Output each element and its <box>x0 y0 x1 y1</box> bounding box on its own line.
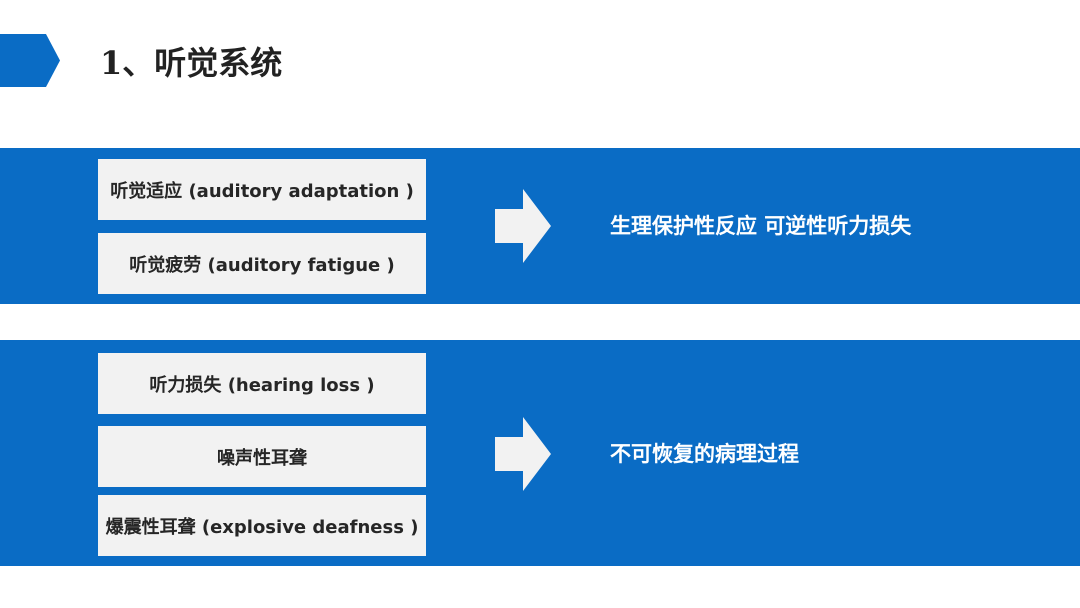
term-auditory-fatigue: 听觉疲劳 (auditory fatigue ) <box>98 233 426 294</box>
right-arrow-icon <box>495 189 551 263</box>
term-auditory-adaptation: 听觉适应 (auditory adaptation ) <box>98 159 426 220</box>
term-noise-deafness: 噪声性耳聋 <box>98 426 426 487</box>
title-marker-chevron <box>0 34 60 87</box>
page-title: 1、听觉系统 <box>100 44 283 82</box>
right-arrow-icon <box>495 417 551 491</box>
result-reversible: 生理保护性反应 可逆性听力损失 <box>610 214 912 238</box>
result-irreversible: 不可恢复的病理过程 <box>610 442 799 466</box>
term-explosive-deafness: 爆震性耳聋 (explosive deafness ) <box>98 495 426 556</box>
term-hearing-loss: 听力损失 (hearing loss ) <box>98 353 426 414</box>
